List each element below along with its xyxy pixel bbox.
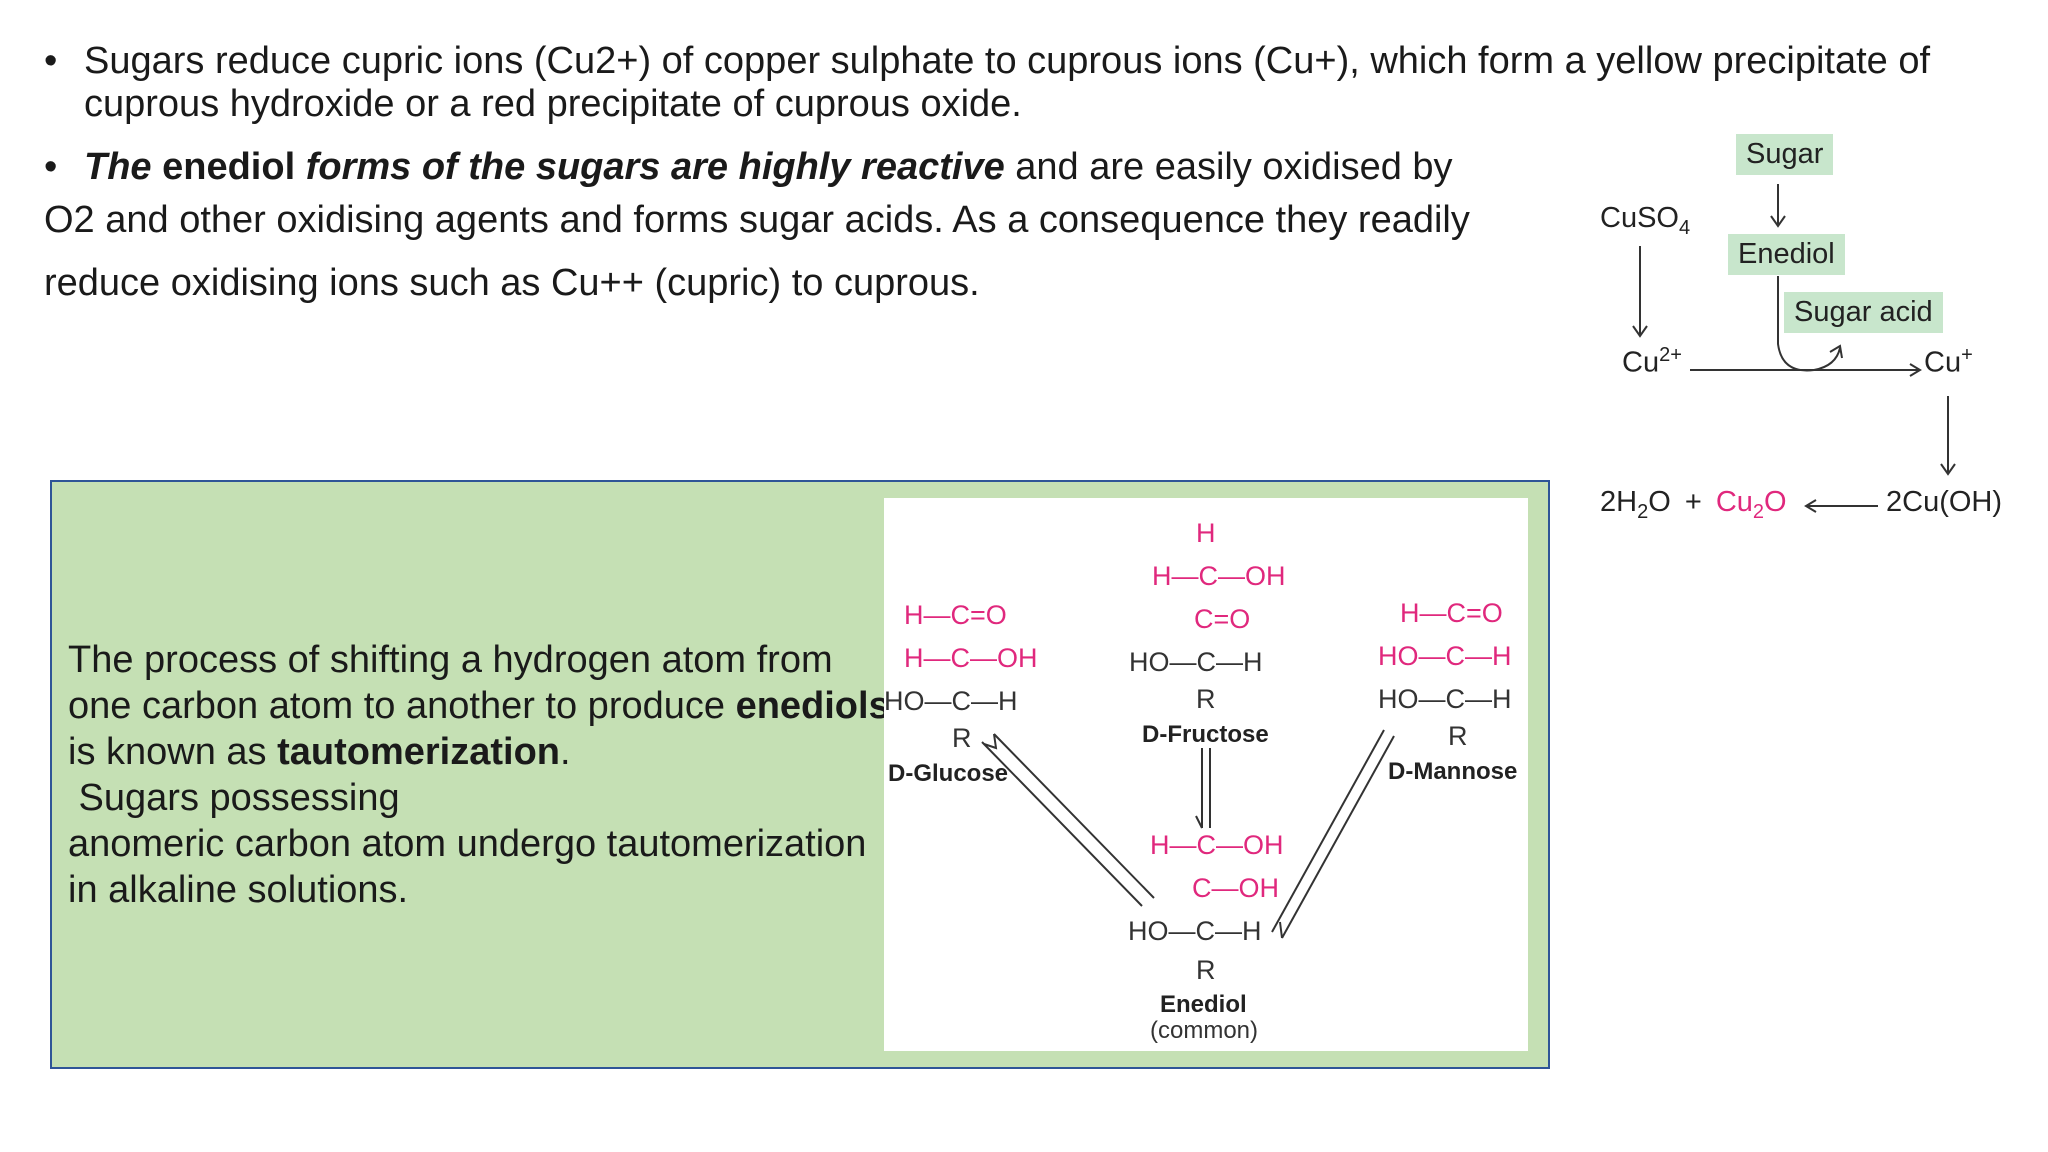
enediol-sub: (common) bbox=[1150, 1017, 1258, 1044]
text-line: one carbon atom to another to produce en… bbox=[68, 683, 890, 729]
glucose-line-1: H—C=O bbox=[904, 600, 1007, 630]
glucose-r: R bbox=[952, 723, 972, 753]
plus-sign: + bbox=[1684, 486, 1702, 518]
bullet-text-1: Sugars reduce cupric ions (Cu2+) of copp… bbox=[84, 40, 1931, 125]
cuso4-label: CuSO4 bbox=[1600, 202, 1690, 240]
h2o-text: 2H bbox=[1600, 486, 1638, 518]
h2o-text-b: O bbox=[1648, 486, 1671, 518]
sugar-acid-label: Sugar acid bbox=[1784, 292, 1943, 333]
arrow-mannose-forward bbox=[1271, 729, 1385, 933]
text-line: in alkaline solutions. bbox=[68, 869, 409, 911]
fructose-r: R bbox=[1196, 684, 1216, 714]
structure-diagram: H—C=O H—C—OH HO—C—H R D-Glucose H H—C—OH… bbox=[884, 518, 1517, 1044]
text-fragment: is known as bbox=[68, 731, 278, 773]
enediol-label: Enediol bbox=[1728, 234, 1845, 275]
fructose-line-2: C=O bbox=[1194, 604, 1250, 634]
arrowhead bbox=[1632, 325, 1648, 338]
cu1-text: Cu bbox=[1924, 346, 1962, 379]
fructose-line-0: H bbox=[1196, 518, 1216, 548]
glucose-line-2: H—C—OH bbox=[904, 643, 1038, 673]
enediol-line-1: H—C—OH bbox=[1150, 830, 1284, 860]
mannose-line-1: H—C=O bbox=[1400, 598, 1503, 628]
bullet-text-2b: O2 and other oxidising agents and forms … bbox=[44, 199, 1470, 241]
bullet-item-1: • Sugars reduce cupric ions (Cu2+) of co… bbox=[44, 40, 1994, 126]
cu2o-text: Cu bbox=[1715, 486, 1753, 518]
d-glucose-structure: H—C=O H—C—OH HO—C—H R D-Glucose bbox=[884, 600, 1038, 787]
fructose-name: D-Fructose bbox=[1142, 721, 1269, 748]
text-line: is known as tautomerization. bbox=[68, 729, 890, 775]
mannose-r: R bbox=[1448, 721, 1468, 751]
cuso4-sub: 4 bbox=[1678, 216, 1691, 239]
enediol-name: Enediol bbox=[1160, 991, 1247, 1018]
cu1-label: Cu+ bbox=[1924, 344, 1973, 380]
d-mannose-structure: H—C=O HO—C—H HO—C—H R D-Mannose bbox=[1378, 598, 1517, 785]
arrowhead bbox=[1770, 215, 1786, 228]
cu2o-sub: 2 bbox=[1752, 500, 1765, 523]
text-line: Sugars possessing bbox=[68, 777, 400, 819]
arrow-glucose-forward bbox=[993, 733, 1155, 899]
bullet-continuation: O2 and other oxidising agents and forms … bbox=[44, 189, 1504, 315]
enediol-figure: H—C=O H—C—OH HO—C—H R D-Glucose H H—C—OH… bbox=[884, 498, 1528, 1051]
fructose-line-1: H—C—OH bbox=[1152, 561, 1286, 591]
tautomerization-text: The process of shifting a hydrogen atom … bbox=[68, 637, 890, 913]
arrowhead bbox=[1909, 363, 1922, 377]
h2o-sub: 2 bbox=[1637, 500, 1649, 523]
reaction-arrows bbox=[1632, 184, 1956, 513]
emphasis-the: The bbox=[84, 146, 152, 188]
cu2-label: Cu2+ bbox=[1622, 344, 1682, 380]
arrowhead bbox=[983, 733, 998, 750]
arrowhead bbox=[1279, 921, 1283, 939]
cuoh-label: 2Cu(OH) bbox=[1886, 486, 2003, 518]
emphasis-enediol: enediol bbox=[151, 146, 306, 188]
enediol-r: R bbox=[1196, 955, 1216, 985]
enediol-line-3: HO—C—H bbox=[1128, 916, 1262, 946]
cu1-sup: + bbox=[1961, 344, 1973, 366]
arrowhead bbox=[1195, 815, 1203, 829]
equilibrium-arrows bbox=[981, 729, 1395, 939]
fructose-line-3: HO—C—H bbox=[1129, 647, 1263, 677]
bullet-text-2c: reduce oxidising ions such as Cu++ (cupr… bbox=[44, 262, 980, 304]
cu2-text: Cu bbox=[1622, 346, 1660, 379]
bullet-text-2a: and are easily oxidised by bbox=[1004, 146, 1453, 188]
product-equation: 2H2O + Cu2O bbox=[1600, 486, 1787, 524]
reaction-scheme: Sugar CuSO4 Enediol Sugar acid Cu2+ Cu+ … bbox=[1578, 126, 2018, 546]
glucose-line-3: HO—C—H bbox=[884, 686, 1018, 716]
mannose-line-2: HO—C—H bbox=[1378, 641, 1512, 671]
arrowhead bbox=[1940, 463, 1956, 476]
cu2-sup: 2+ bbox=[1659, 344, 1682, 366]
text-line: The process of shifting a hydrogen atom … bbox=[68, 639, 833, 681]
arrow-mannose-back bbox=[1281, 735, 1395, 939]
arrow-glucose-back bbox=[981, 741, 1143, 907]
text-fragment: one carbon atom to another to produce bbox=[68, 685, 736, 727]
text-fragment: . bbox=[560, 731, 571, 773]
bullet-marker: • bbox=[44, 146, 58, 188]
bold-enediols: enediols bbox=[735, 685, 890, 727]
bullet-marker: • bbox=[44, 40, 58, 82]
arrowhead bbox=[1804, 499, 1817, 513]
glucose-name: D-Glucose bbox=[888, 760, 1008, 787]
bold-tautomerization: tautomerization bbox=[277, 731, 560, 773]
cuso4-text: CuSO bbox=[1600, 202, 1679, 234]
mannose-line-3: HO—C—H bbox=[1378, 684, 1512, 714]
enediol-line-2: C—OH bbox=[1192, 873, 1279, 903]
mannose-name: D-Mannose bbox=[1388, 758, 1517, 785]
arrowhead bbox=[1829, 344, 1843, 359]
text-line: anomeric carbon atom undergo tautomeriza… bbox=[68, 823, 867, 865]
sugar-label: Sugar bbox=[1736, 134, 1834, 175]
d-fructose-structure: H H—C—OH C=O HO—C—H R D-Fructose bbox=[1129, 518, 1286, 748]
bullet-item-2: • The enediol forms of the sugars are hi… bbox=[44, 146, 1994, 189]
enediol-structure: H—C—OH C—OH HO—C—H R Enediol (common) bbox=[1128, 830, 1284, 1044]
bullet-list: • Sugars reduce cupric ions (Cu2+) of co… bbox=[44, 40, 1994, 315]
cu2o-text-b: O bbox=[1764, 486, 1787, 518]
emphasis-reactive: forms of the sugars are highly reactive bbox=[305, 146, 1005, 188]
